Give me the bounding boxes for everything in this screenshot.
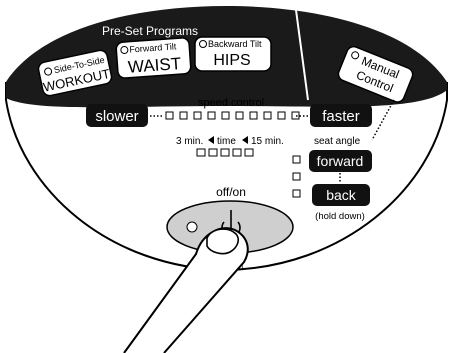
back-button[interactable]: back — [312, 184, 370, 206]
faster-label: faster — [322, 108, 360, 125]
off-on-label: off/on — [216, 185, 246, 199]
hips-big-label: HIPS — [213, 52, 250, 69]
forward-button[interactable]: forward — [309, 150, 372, 172]
slower-button[interactable]: slower — [86, 104, 148, 127]
preset-title: Pre-Set Programs — [102, 24, 198, 38]
back-label: back — [326, 187, 357, 203]
preset-button-hips[interactable]: Backward Tilt HIPS — [195, 37, 271, 71]
time-min-label: 3 min. — [176, 136, 203, 147]
time-label: time — [217, 136, 236, 147]
forward-label: forward — [317, 153, 364, 169]
preset-button-waist[interactable]: Forward Tilt WAIST — [116, 37, 191, 78]
slower-label: slower — [95, 108, 138, 125]
speed-control-label: speed control — [198, 97, 264, 109]
waist-big-label: WAIST — [127, 54, 181, 77]
fingernail — [207, 229, 238, 254]
hold-down-label: (hold down) — [315, 211, 365, 222]
power-indicator-light — [187, 222, 197, 232]
hips-small-label: Backward Tilt — [208, 39, 262, 49]
faster-button[interactable]: faster — [310, 104, 372, 127]
time-max-label: 15 min. — [251, 136, 284, 147]
seat-angle-label: seat angle — [314, 136, 361, 147]
